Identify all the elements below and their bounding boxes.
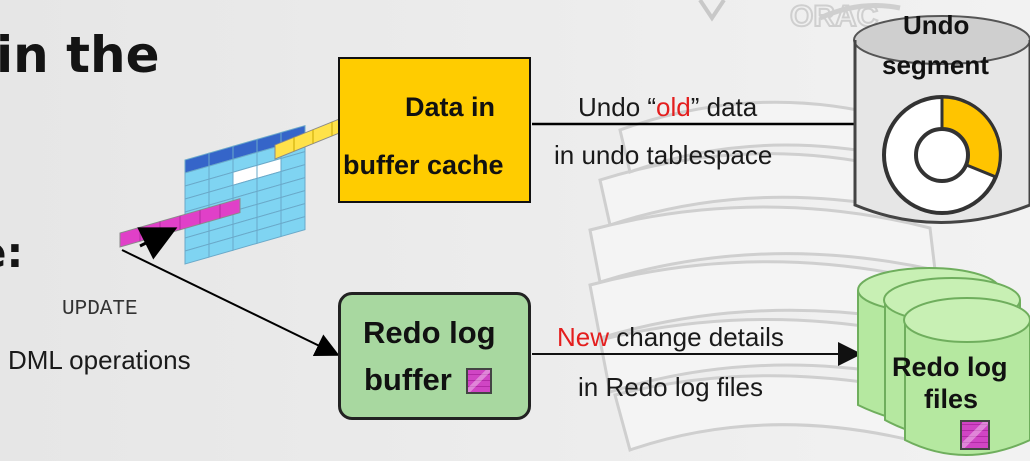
redo-entry-icon <box>466 368 492 394</box>
redo-file-entry-icon <box>960 420 990 450</box>
undo-arrow-label-line2: in undo tablespace <box>554 140 773 170</box>
undo-suffix: ” data <box>690 92 758 122</box>
slide-heading-line1: in the <box>0 26 160 84</box>
undo-prefix: Undo “ <box>578 92 657 122</box>
redo-suffix: change details <box>609 322 784 352</box>
redo-files-label-line2: files <box>924 384 979 414</box>
redo-files-label-line1: Redo log <box>892 352 1008 382</box>
undo-segment-cylinder <box>853 15 1030 224</box>
redo-log-buffer-box <box>338 292 531 420</box>
buffer-cache-label-line2: buffer cache <box>343 150 504 180</box>
redo-new-highlight: New <box>557 322 610 352</box>
undo-old-highlight: old <box>656 92 691 122</box>
redo-buffer-label-line2: buffer <box>364 362 452 397</box>
table-cell <box>280 215 306 238</box>
dml-operations-label: DML operations <box>8 345 191 375</box>
data-table-icon <box>184 124 306 265</box>
slide-heading-line2: e: <box>0 228 24 277</box>
buffer-cache-box <box>338 57 531 203</box>
update-keyword: UPDATE <box>62 298 138 321</box>
redo-arrow-label-line1: New change details <box>557 322 784 353</box>
small-arrow-icon <box>137 227 178 260</box>
undo-segment-label-line2: segment <box>882 50 989 80</box>
redo-log-files-cylinders <box>857 267 1030 456</box>
dml-to-redo-arrow <box>121 249 340 357</box>
redo-buffer-label-line1: Redo log <box>363 315 496 350</box>
redo-arrow-label-line2: in Redo log files <box>578 372 763 402</box>
undo-segment-label-line1: Undo <box>903 10 970 40</box>
buffer-cache-label-line1: Data in <box>405 92 496 122</box>
undo-arrow-label-line1: Undo “old” data <box>578 92 757 123</box>
